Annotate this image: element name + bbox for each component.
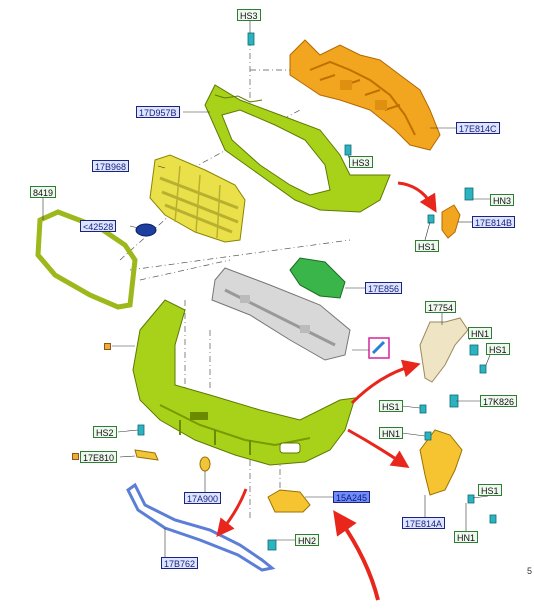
callout-17e814b[interactable]: 17E814B xyxy=(472,216,516,228)
fastener xyxy=(137,424,145,436)
callout-17e814c[interactable]: 17E814C xyxy=(456,122,500,134)
callout-17k826[interactable]: 17K826 xyxy=(480,395,518,407)
callout-17e856[interactable]: 17E856 xyxy=(365,282,403,294)
callout-17e814a[interactable]: 17E814A xyxy=(402,517,446,529)
arrow-to-17b762 xyxy=(216,488,248,538)
callout-17e810[interactable]: 17E810 xyxy=(80,451,118,463)
fastener xyxy=(479,364,487,374)
fastener xyxy=(467,494,475,504)
fastener xyxy=(267,539,277,551)
arrow-to-17754 xyxy=(350,359,421,405)
callout-hs3-top[interactable]: HS3 xyxy=(237,9,261,21)
callout-17a900[interactable]: 17A900 xyxy=(184,492,222,504)
fastener xyxy=(424,431,432,441)
fastener xyxy=(344,144,352,156)
bracket-17e814b xyxy=(441,204,461,239)
arrow-to-17e814a xyxy=(347,428,410,468)
callout-hn1-c[interactable]: HN1 xyxy=(454,531,479,543)
orange-marker xyxy=(72,453,79,460)
red-arrows xyxy=(216,181,437,601)
fastener xyxy=(247,32,255,46)
side-bracket-lower xyxy=(419,429,463,496)
callout-15a245[interactable]: 15A245 xyxy=(333,491,371,503)
arrow-to-15a245 xyxy=(333,510,380,601)
air-deflector xyxy=(289,257,346,299)
callout-17b762[interactable]: 17B762 xyxy=(161,557,199,569)
callout-hs1-c[interactable]: HS1 xyxy=(478,484,502,496)
grille-surround xyxy=(204,84,391,213)
sensor-box xyxy=(368,337,390,359)
orange-marker xyxy=(104,343,111,350)
callout-hs1-right[interactable]: HS1 xyxy=(415,240,439,252)
callout-17d957b[interactable]: 17D957B xyxy=(136,106,180,118)
callout-hs2[interactable]: HS2 xyxy=(93,426,117,438)
callout-hn1-a[interactable]: HN1 xyxy=(468,327,493,339)
fasteners xyxy=(137,32,497,551)
fastener xyxy=(427,214,435,224)
callout-hn2[interactable]: HN2 xyxy=(295,534,320,546)
radiator-support-upper xyxy=(289,39,441,151)
fastener xyxy=(419,404,427,414)
clip-17e810 xyxy=(134,449,159,461)
lower-trim xyxy=(267,489,311,513)
fastener xyxy=(464,187,474,201)
callout-leaders xyxy=(42,20,491,557)
callout-8419[interactable]: 8419 xyxy=(30,186,57,198)
callout-17b968[interactable]: 17B968 xyxy=(92,160,130,172)
callout-hs1-b[interactable]: HS1 xyxy=(379,400,403,412)
sensor-icon xyxy=(371,340,386,355)
fastener xyxy=(469,344,479,356)
callout-hn1-b[interactable]: HN1 xyxy=(379,427,404,439)
callout-hs1-a[interactable]: HS1 xyxy=(486,343,510,355)
callout-17754[interactable]: 17754 xyxy=(425,301,457,313)
callout-hn3[interactable]: HN3 xyxy=(490,194,515,206)
oval-emblem xyxy=(135,223,157,237)
bumper-cover xyxy=(132,299,356,466)
fastener xyxy=(489,514,497,524)
tow-bracket xyxy=(126,482,276,572)
page-mark: 5 xyxy=(527,566,533,576)
bolt-17a900 xyxy=(199,456,211,472)
side-bracket-upper xyxy=(419,317,469,383)
grille xyxy=(149,154,246,243)
bumper-reinforcement xyxy=(211,267,351,361)
callout-42528[interactable]: <42528 xyxy=(80,220,117,232)
callout-hs3-mid[interactable]: HS3 xyxy=(349,156,373,168)
arrow-to-17e814b xyxy=(397,181,437,213)
